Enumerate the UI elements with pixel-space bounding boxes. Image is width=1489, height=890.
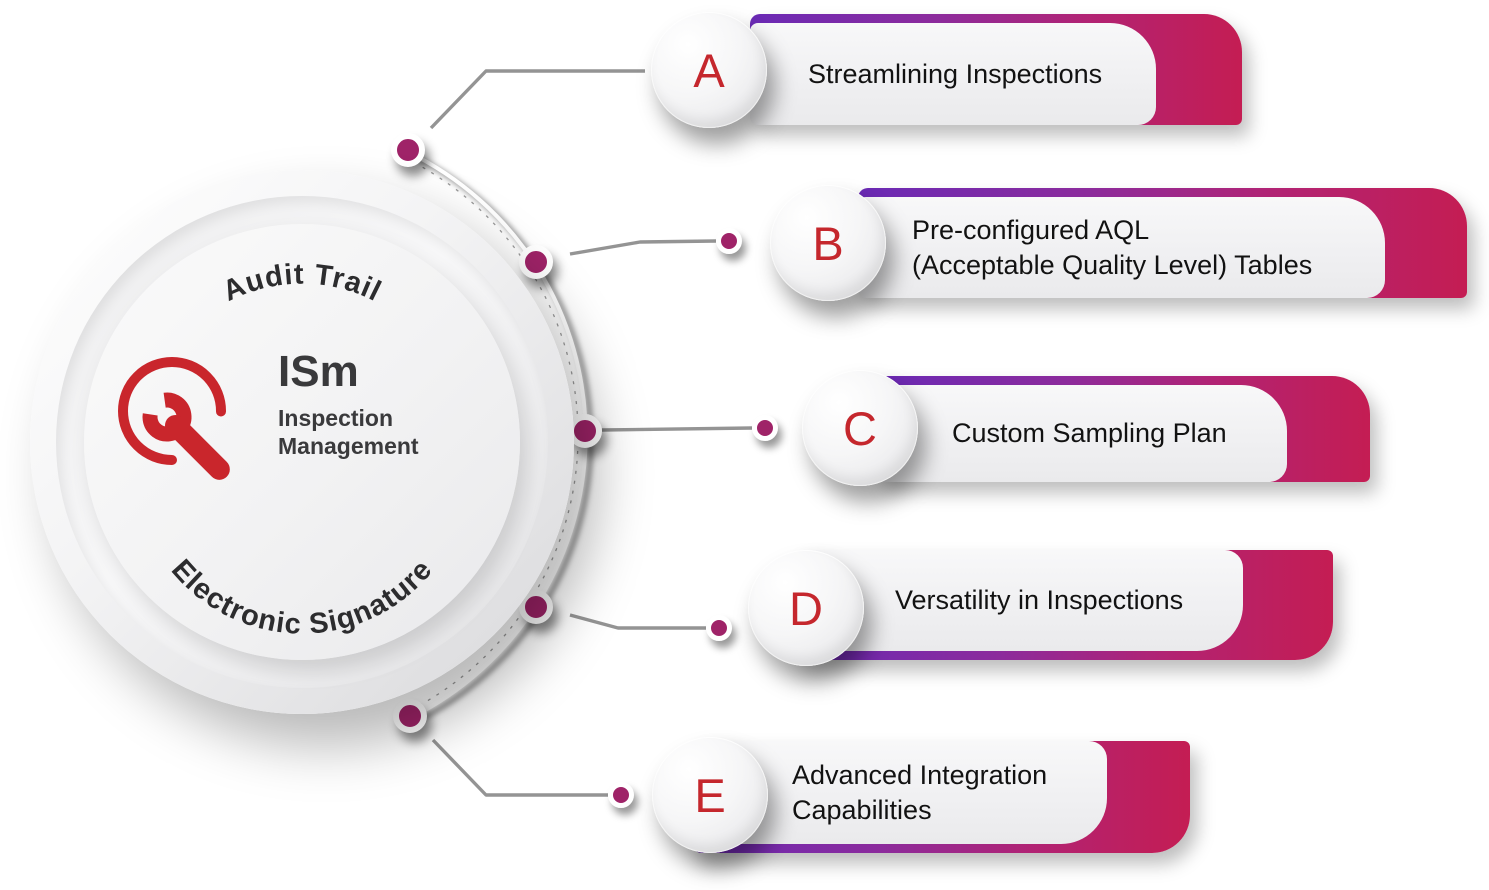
curved-text-layer: Audit Trail Electronic Signature xyxy=(165,259,439,641)
pill-dot-d xyxy=(706,615,732,641)
pill-dot-b xyxy=(716,228,742,254)
feature-pill-e: Advanced Integration Capabilities xyxy=(692,741,1190,853)
letter-node-a: A xyxy=(651,12,767,128)
arc-dot-a xyxy=(391,133,425,167)
acronym-title: ISm xyxy=(278,347,359,396)
pill-a-body xyxy=(750,23,1156,125)
pill-b-body xyxy=(858,197,1385,298)
letter-node-c: C xyxy=(802,370,918,486)
connector-line-e xyxy=(431,738,608,797)
subtitle: Inspection Management xyxy=(278,404,478,460)
feature-pill-b: Pre-configured AQL (Acceptable Quality L… xyxy=(858,188,1467,298)
pill-a-line-1: Streamlining Inspections xyxy=(808,58,1103,89)
central-circle: Audit Trail Electronic Signature ISm Ins… xyxy=(30,170,574,714)
pill-b-line-1: Pre-configured AQL xyxy=(912,214,1150,245)
pill-d-body xyxy=(795,550,1243,651)
electronic-signature-curved-text: Electronic Signature xyxy=(165,554,439,641)
letter-node-d: D xyxy=(748,550,864,666)
letter-node-e: E xyxy=(652,737,768,853)
connector-line-d xyxy=(569,613,706,630)
connector-line-c xyxy=(601,426,753,432)
audit-trail-curved-text: Audit Trail xyxy=(218,259,386,308)
pill-a-label: Streamlining Inspections xyxy=(808,23,1102,125)
subtitle-line-1: Inspection xyxy=(278,405,394,431)
feature-pill-a: Streamlining Inspections xyxy=(750,14,1242,125)
pill-e-label: Advanced Integration Capabilities xyxy=(792,741,1047,844)
pill-d-label: Versatility in Inspections xyxy=(895,550,1183,651)
feature-pill-d: Versatility in Inspections xyxy=(795,550,1333,660)
pill-d-line-1: Versatility in Inspections xyxy=(895,585,1184,615)
pill-dot-e xyxy=(608,782,634,808)
pill-c-line-1: Custom Sampling Plan xyxy=(952,418,1227,448)
pill-e-line-1: Advanced Integration xyxy=(792,759,1048,790)
subtitle-line-2: Management xyxy=(278,433,419,459)
pill-e-line-2: Capabilities xyxy=(792,794,932,825)
pill-b-line-2: (Acceptable Quality Level) Tables xyxy=(912,249,1313,280)
connector-line-b xyxy=(569,239,717,256)
wrench-magnifier-icon xyxy=(118,357,230,480)
pill-c-body xyxy=(878,385,1287,482)
connector-line-a xyxy=(429,69,645,130)
pill-b-label: Pre-configured AQL (Acceptable Quality L… xyxy=(912,197,1312,298)
letter-node-b: B xyxy=(770,185,886,301)
center-title-block: ISm Inspection Management xyxy=(278,348,478,460)
pill-dot-c xyxy=(752,415,778,441)
pill-c-label: Custom Sampling Plan xyxy=(952,385,1227,482)
feature-pill-c: Custom Sampling Plan xyxy=(878,376,1370,482)
